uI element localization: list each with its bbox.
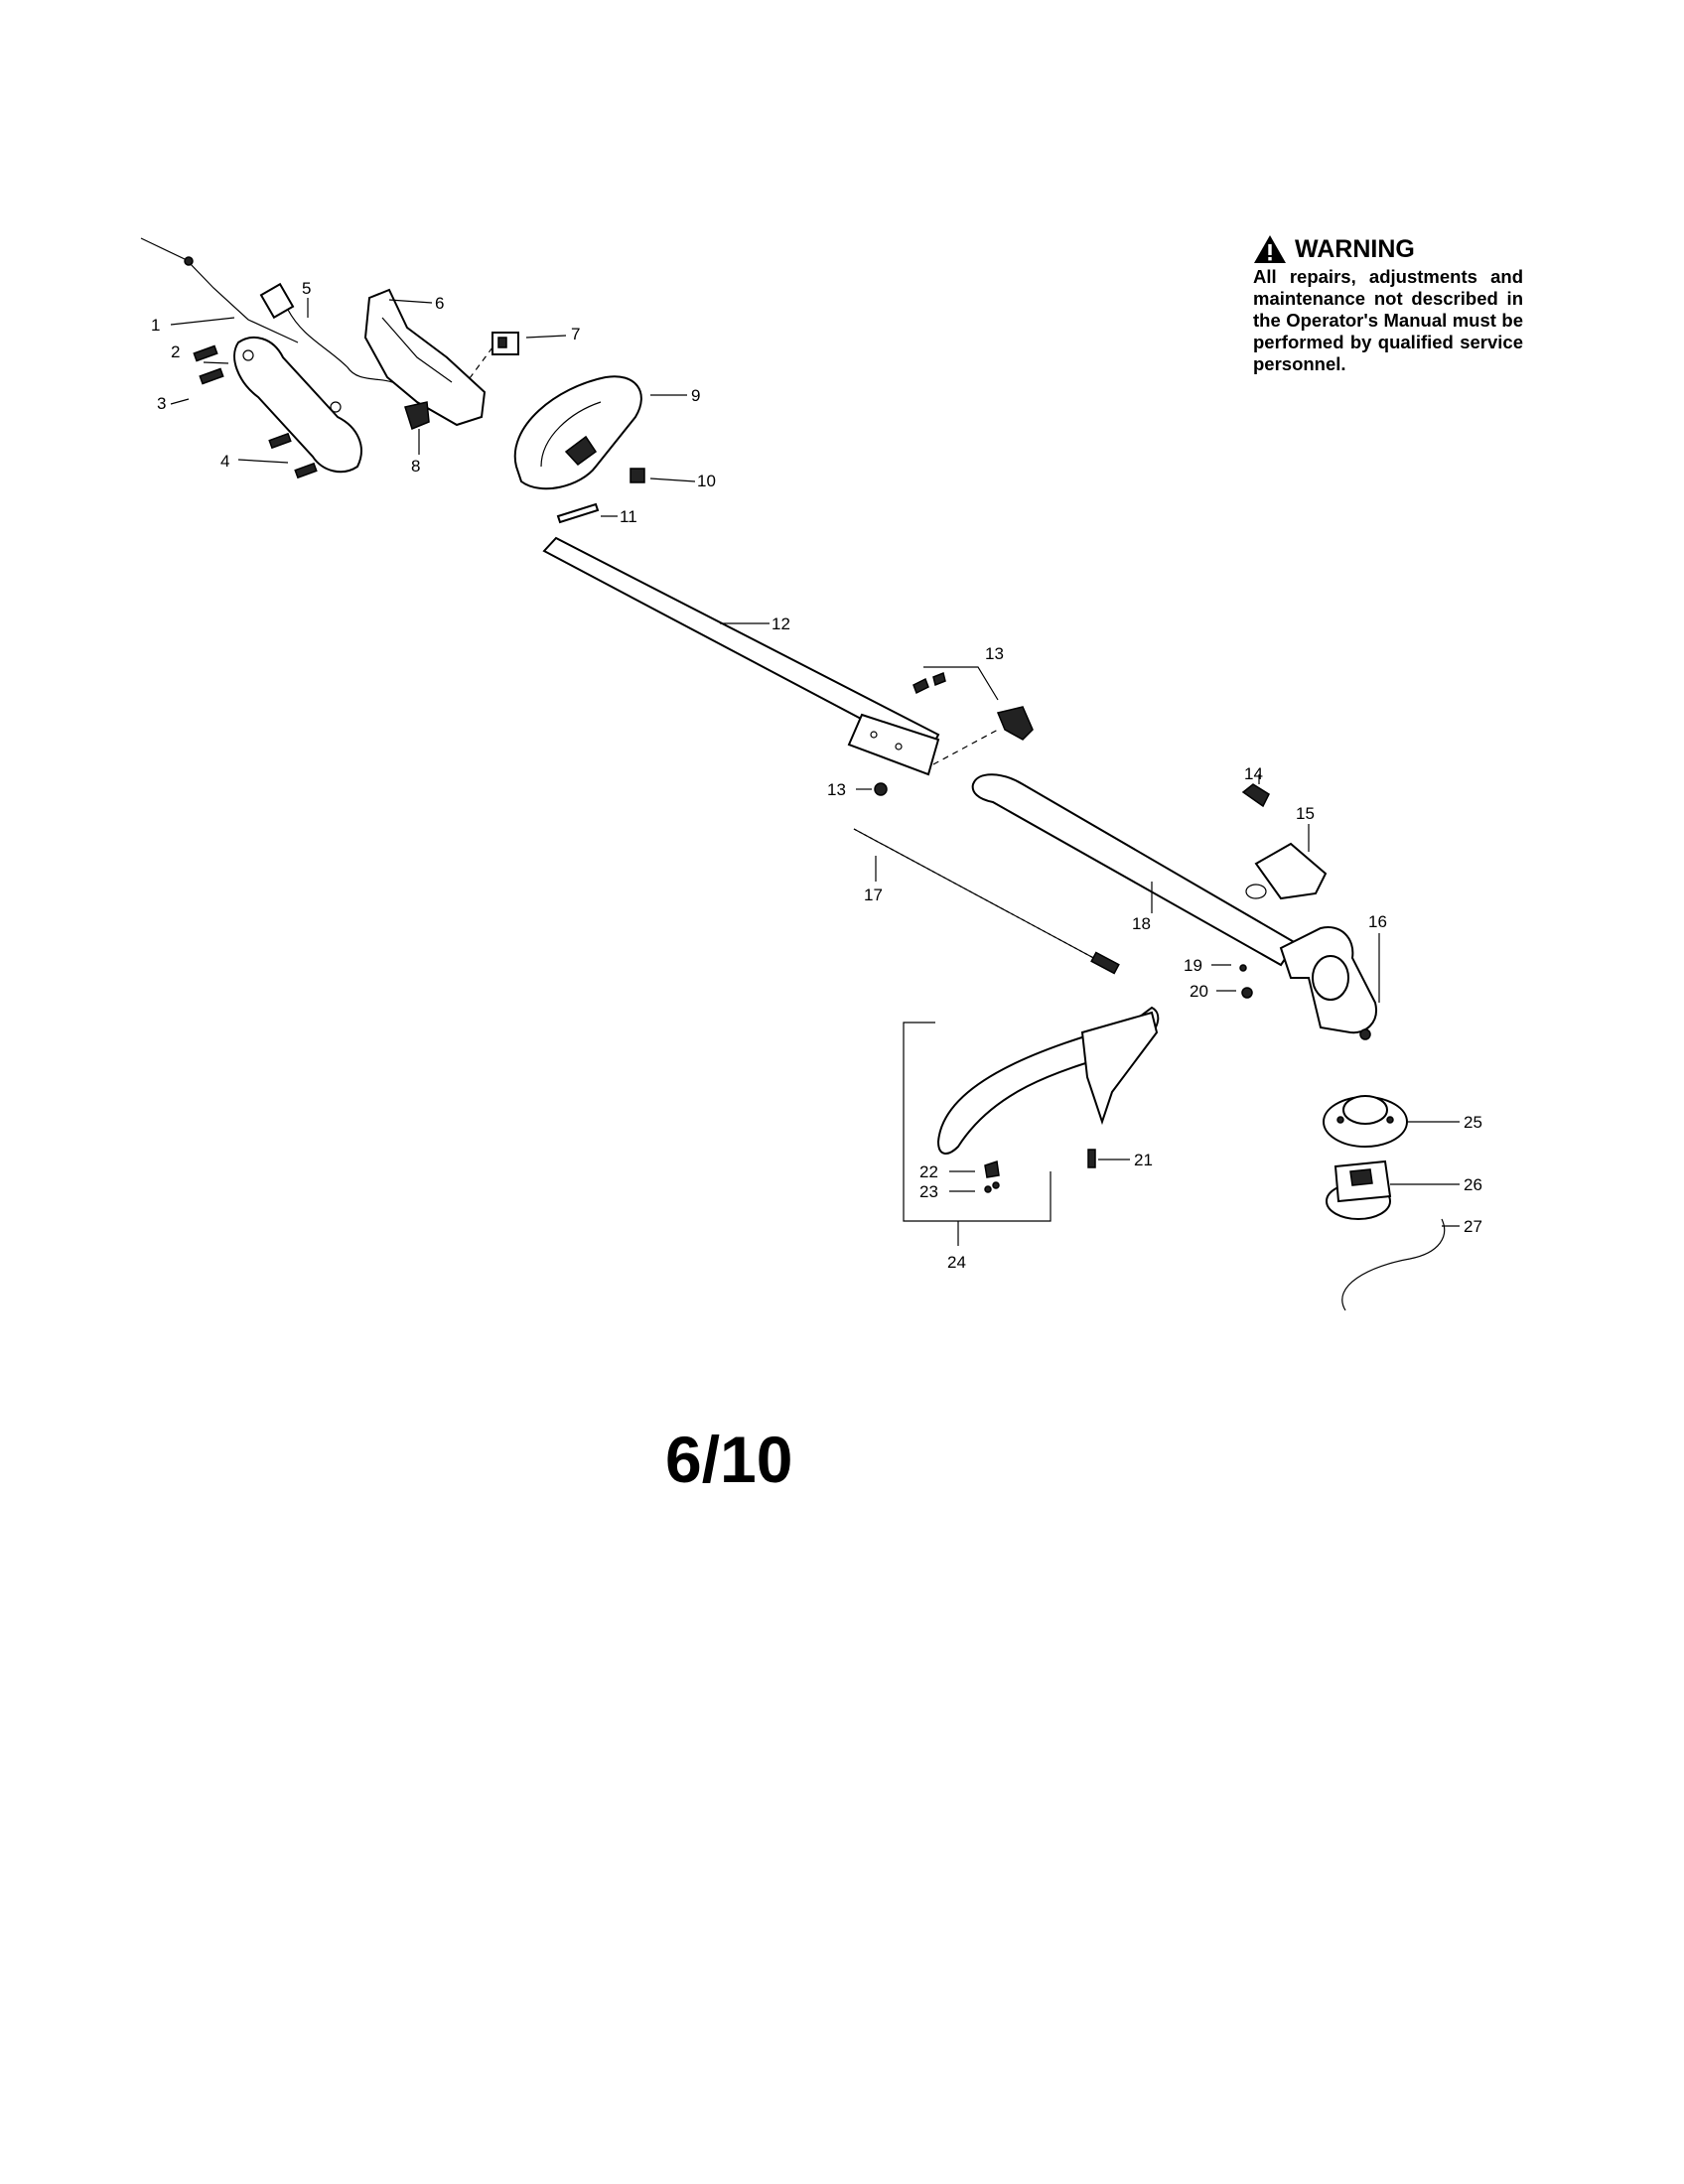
part-13-coupler-hardware — [856, 666, 1034, 796]
part-5-wire-harness — [259, 282, 393, 383]
callout-9: 9 — [691, 386, 700, 405]
callout-19: 19 — [1184, 956, 1202, 975]
part-10-knob — [630, 468, 696, 483]
callout-26: 26 — [1464, 1175, 1482, 1194]
callout-4: 4 — [220, 452, 229, 471]
callout-23: 23 — [919, 1182, 938, 1201]
callout-25: 25 — [1464, 1113, 1482, 1132]
part-27-trimmer-line — [1341, 1218, 1460, 1311]
callout-labels: 1 2 3 4 5 6 7 8 9 10 11 12 13 13 14 15 1… — [151, 279, 1482, 1272]
part-8-trigger — [404, 401, 430, 455]
callout-11: 11 — [620, 507, 637, 526]
warning-box: WARNING All repairs, adjustments and mai… — [1253, 234, 1523, 375]
part-2-handle-half — [203, 337, 362, 474]
part-12-upper-shaft — [542, 536, 940, 776]
part-15-clamp — [1245, 824, 1328, 900]
callout-6: 6 — [435, 294, 444, 313]
part-1-throttle-cable — [140, 237, 299, 343]
part-18-lower-shaft — [971, 773, 1298, 967]
callout-15: 15 — [1296, 804, 1315, 823]
part-24-shield-assembly — [903, 1006, 1160, 1246]
callout-20: 20 — [1190, 982, 1208, 1001]
callout-5: 5 — [302, 279, 311, 298]
part-4-screws — [237, 432, 318, 479]
page-number: 6/10 — [665, 1423, 793, 1496]
warning-title: WARNING — [1295, 235, 1415, 263]
warning-text: All repairs, adjustments and maintenance… — [1253, 266, 1523, 374]
part-6-handle-housing — [363, 288, 487, 427]
callout-18: 18 — [1132, 914, 1151, 933]
part-20-screw — [1216, 987, 1253, 999]
callout-8: 8 — [411, 457, 420, 476]
part-16-gear-head — [1279, 926, 1380, 1040]
part-14-wing-nut — [1241, 774, 1270, 808]
part-19-washer — [1211, 964, 1247, 972]
callout-22: 22 — [919, 1162, 938, 1181]
part-26-spool — [1326, 1160, 1460, 1220]
part-22-blade — [949, 1160, 1000, 1178]
callout-16: 16 — [1368, 912, 1387, 931]
part-25-hub — [1323, 1095, 1460, 1148]
part-11-bolt — [556, 502, 618, 524]
callout-13-bottom: 13 — [827, 780, 846, 799]
part-23-screws — [949, 1181, 1000, 1193]
part-7-switch — [466, 332, 567, 383]
part-21-screw — [1087, 1149, 1130, 1168]
callout-3: 3 — [157, 394, 166, 413]
callout-27: 27 — [1464, 1217, 1482, 1236]
warning-heading: WARNING — [1253, 234, 1523, 264]
callout-1: 1 — [151, 316, 160, 335]
callout-7: 7 — [571, 325, 580, 343]
callout-14: 14 — [1244, 764, 1263, 783]
part-3-screws — [170, 344, 224, 405]
callout-17: 17 — [864, 886, 883, 904]
callout-13-top: 13 — [985, 644, 1004, 663]
callout-2: 2 — [171, 342, 180, 361]
callout-21: 21 — [1134, 1151, 1153, 1169]
part-9-assist-handle — [513, 375, 687, 490]
callout-24: 24 — [947, 1253, 966, 1272]
callout-10: 10 — [697, 472, 716, 490]
warning-triangle-icon — [1254, 235, 1286, 263]
callout-12: 12 — [772, 614, 790, 633]
part-17-drive-cable — [853, 828, 1120, 975]
